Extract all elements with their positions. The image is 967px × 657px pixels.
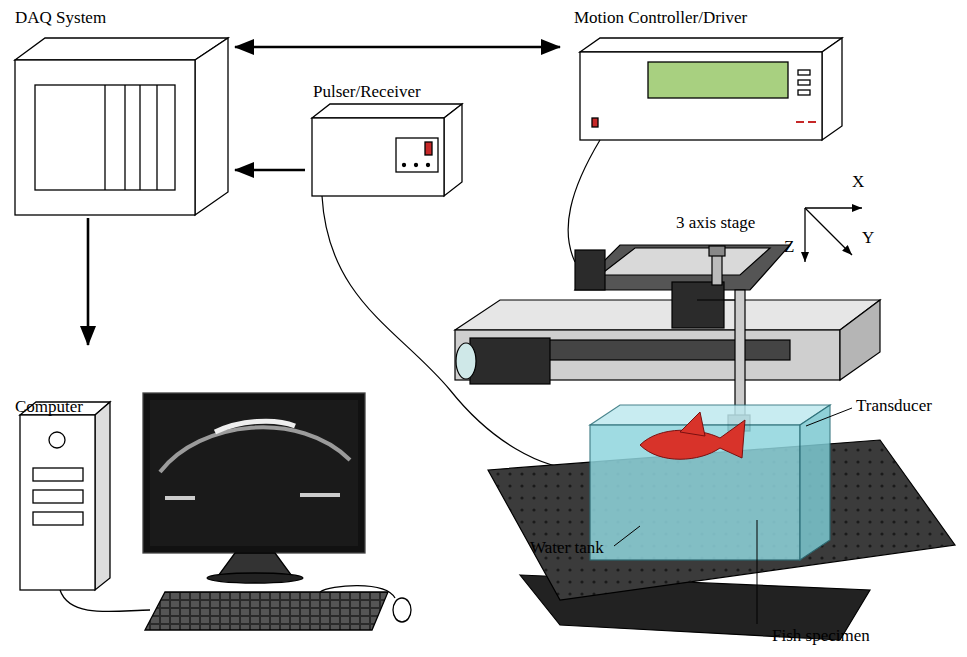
- three-axis-stage: [735, 290, 745, 420]
- part-label: 3 axis stage: [676, 213, 755, 233]
- fish-specimen: [680, 412, 705, 436]
- axis-label: Z: [784, 237, 794, 257]
- computer: [60, 586, 395, 612]
- pulser-receiver-box: [396, 138, 438, 172]
- fish-specimen: [640, 412, 745, 459]
- motion-controller-box: [580, 52, 822, 140]
- computer: [49, 432, 65, 448]
- pulser-receiver-box: [415, 164, 418, 167]
- motion-controller-box: [798, 90, 810, 95]
- signal-arrow: [235, 46, 560, 49]
- computer: [207, 573, 303, 583]
- daq-chassis: [35, 85, 175, 190]
- pulser-receiver-box: [312, 118, 444, 196]
- three-axis-stage: [470, 338, 550, 384]
- three-axis-stage: [456, 343, 476, 379]
- computer: [393, 598, 411, 622]
- pulser-receiver-box: [444, 104, 462, 196]
- computer: [160, 427, 350, 472]
- computer: [165, 495, 340, 498]
- computer: [145, 592, 388, 630]
- computer: [20, 415, 95, 590]
- daq-chassis: [104, 85, 105, 190]
- pulser-receiver-box: [403, 164, 406, 167]
- axis-triad: [804, 208, 805, 262]
- computer: Computer: [10, 345, 440, 645]
- daq-chassis: [139, 85, 140, 190]
- pulser-receiver-box: [425, 142, 432, 155]
- axis-triad: [805, 208, 862, 262]
- three-axis-stage: [455, 300, 880, 330]
- daq-chassis: [15, 60, 195, 215]
- device-name: Motion Controller/Driver: [574, 8, 747, 28]
- three-axis-stage: [455, 245, 955, 640]
- water-tank: [590, 405, 830, 425]
- water-tank: [590, 405, 830, 560]
- device-name: Pulser/Receiver: [313, 82, 421, 102]
- pulser-receiver: Pulser/Receiver: [305, 80, 465, 198]
- three-axis-stage: [697, 299, 740, 300]
- part-label: Fish specimen: [772, 626, 870, 646]
- cable: [568, 140, 600, 262]
- three-axis-stage: [530, 340, 790, 360]
- three-axis-stage: [600, 248, 770, 275]
- daq-chassis: [15, 38, 228, 60]
- motion-controller: Motion Controller/Driver: [560, 6, 845, 146]
- axis-label: X: [852, 172, 864, 192]
- daq-chassis: [124, 85, 125, 190]
- axis-triad: [805, 207, 862, 208]
- daq-system: DAQ System: [10, 6, 235, 218]
- leader-line: [806, 408, 852, 426]
- motion-controller-box: [798, 80, 810, 85]
- computer: [33, 490, 83, 503]
- part-label: Transducer: [856, 396, 932, 416]
- signal-arrow: [87, 218, 90, 345]
- motion-controller-box: [822, 38, 842, 140]
- computer: [20, 393, 411, 630]
- motion-controller-box: [580, 38, 842, 52]
- daq-chassis: [156, 85, 157, 190]
- three-axis-stage: [575, 250, 605, 290]
- computer: [33, 512, 83, 525]
- three-axis-stage: [709, 246, 725, 256]
- pulser-receiver-box: [312, 104, 462, 118]
- pulser-receiver-box: [312, 104, 462, 196]
- leader-line: [614, 408, 852, 624]
- motion-controller-box: [796, 121, 816, 123]
- motion-controller-box: [592, 118, 598, 127]
- three-axis-stage: [672, 282, 724, 328]
- part-label: Water tank: [530, 538, 604, 558]
- leader-line: [757, 520, 758, 624]
- device-name: DAQ System: [15, 8, 106, 28]
- pulser-receiver-box: [427, 164, 430, 167]
- device-name: Computer: [15, 397, 83, 417]
- motion-controller-box: [580, 38, 842, 140]
- motion-controller-box: [798, 70, 810, 75]
- axis-triad: [805, 208, 852, 255]
- axis-label: Y: [862, 228, 874, 248]
- daq-chassis: [195, 38, 228, 215]
- water-tank: [800, 405, 830, 560]
- signal-arrow: [235, 169, 305, 172]
- computer: [143, 393, 365, 553]
- three-axis-stage: [712, 255, 722, 285]
- motion-controller-box: [648, 62, 788, 98]
- computer: [215, 421, 295, 432]
- three-axis-stage: [840, 300, 880, 380]
- computer: [95, 402, 110, 590]
- computer: [33, 468, 83, 481]
- daq-chassis: [15, 38, 228, 215]
- leader-line: [614, 526, 640, 546]
- computer: [150, 400, 358, 546]
